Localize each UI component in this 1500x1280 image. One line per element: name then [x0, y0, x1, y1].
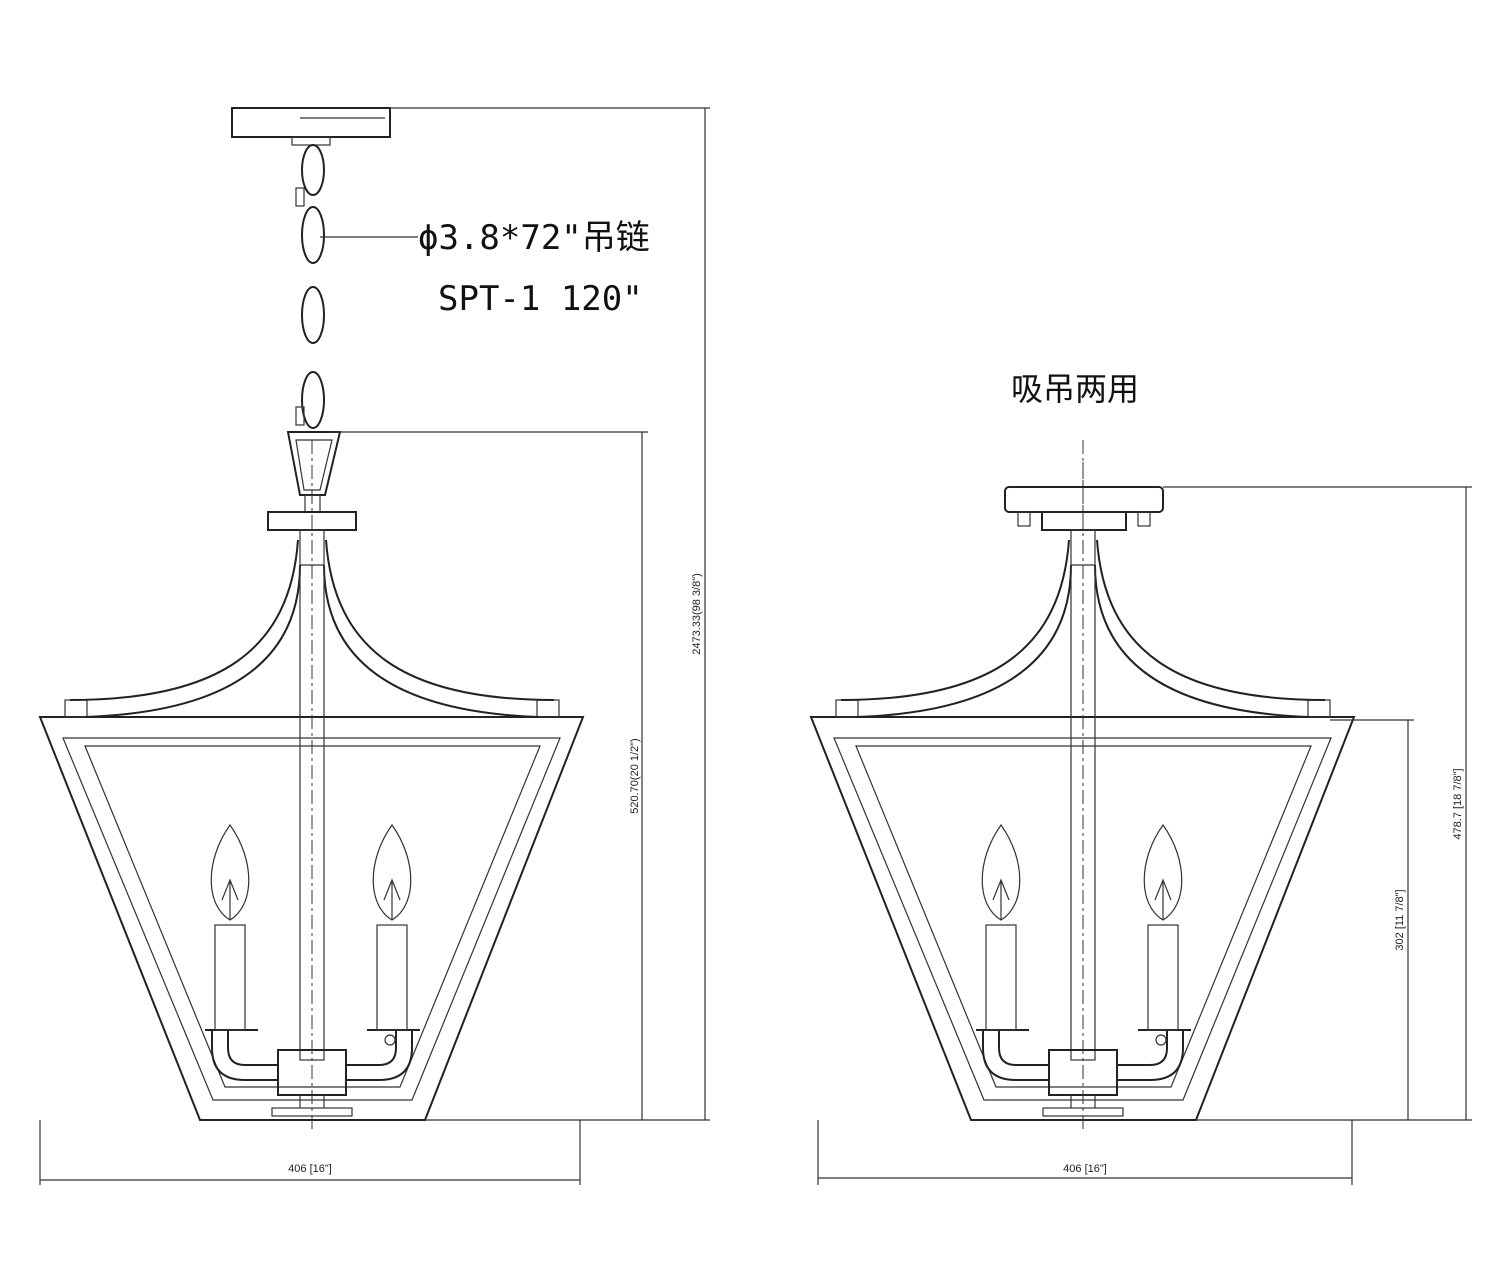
- pendant-body-height-dim: 520.70(20 1/2"): [629, 738, 641, 813]
- flush-overall-height-dim: 478.7 [18 7/8"]: [1452, 768, 1464, 839]
- cord-spec-label: SPT-1 120": [438, 279, 643, 319]
- chain-spec-label: ϕ3.8*72"吊链: [418, 218, 650, 258]
- flush-width-dim: 406 [16"]: [1063, 1163, 1107, 1175]
- pendant-view: ϕ3.8*72"吊链 SPT-1 120" 406 [16"] 520.70(2…: [39, 107, 710, 1185]
- pendant-width-dim: 406 [16"]: [288, 1163, 332, 1175]
- pendant-overall-height-dim: 2473.33(98 3/8"): [691, 573, 703, 655]
- flush-body-height-dim: 302 [11 7/8"]: [1394, 889, 1406, 950]
- semi-flush-view: 吸吊两用 406 [16"] 302 [11 7/8"] 478.7 [18 7…: [810, 370, 1472, 1185]
- dual-use-title: 吸吊两用: [1011, 370, 1139, 408]
